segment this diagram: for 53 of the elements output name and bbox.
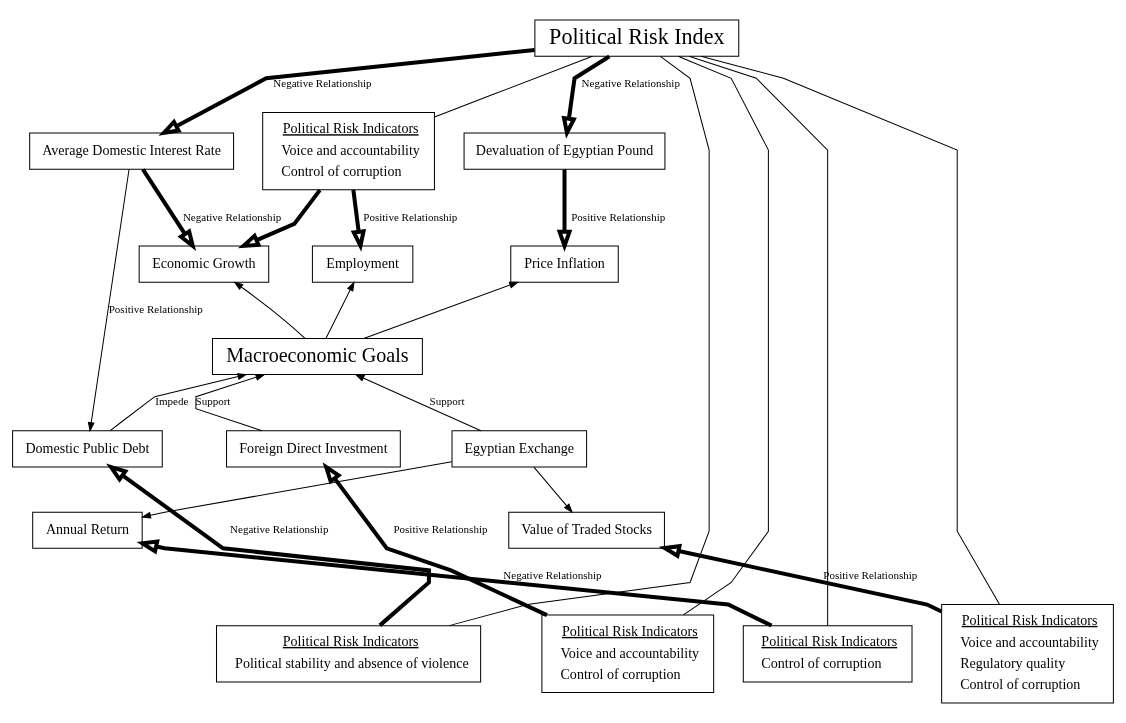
connector [448, 55, 710, 627]
edge-label: Negative Relationship [182, 210, 282, 223]
arrow [158, 47, 535, 136]
arrow [322, 462, 548, 617]
node-box: Employment [311, 245, 414, 283]
node-box: Political Risk Indicators Political stability and absence of violence [216, 625, 482, 683]
node-box: Political Risk Indicators Voice and accountability Regulatory quality Control of corruption [941, 604, 1114, 704]
arrow [234, 281, 306, 339]
edge-label: Negative Relationship [503, 569, 602, 582]
node-box: Average Domestic Interest Rate [29, 132, 235, 170]
arrow [355, 374, 482, 432]
connector [677, 55, 769, 616]
node-box: Price Inflation [510, 245, 619, 283]
arrow [658, 543, 943, 614]
arrow [195, 373, 265, 432]
edge-label: Support [429, 395, 465, 408]
arrow [363, 281, 519, 339]
node-box: Devaluation of Egyptian Pound [463, 132, 666, 170]
node-box: Economic Growth [138, 245, 270, 283]
arrow [109, 373, 247, 432]
node-box: Political Risk Indicators Control of corruption [742, 625, 913, 683]
arrow [106, 463, 431, 627]
edge-label: Positive Relationship [393, 523, 488, 536]
edge-label: Positive Relationship [571, 210, 666, 223]
arrow [141, 168, 197, 251]
arrow [136, 539, 773, 628]
arrow [561, 54, 611, 139]
connector [434, 55, 593, 118]
edge-label: Negative Relationship [273, 77, 372, 90]
edge-label: Negative Relationship [230, 523, 329, 536]
arrow [87, 168, 130, 432]
node-box: Value of Traded Stocks [508, 511, 665, 549]
node-box: Political Risk Indicators Voice and accountability Control of corruption [541, 614, 715, 693]
connector [700, 55, 1001, 605]
arrow [325, 282, 355, 339]
edge-label: Support [195, 395, 231, 408]
node-box: Foreign Direct Investment [226, 430, 401, 468]
edge-label: Positive Relationship [108, 303, 203, 316]
node-box: Annual Return [32, 511, 143, 549]
arrow [238, 188, 322, 249]
edge-label: Positive Relationship [363, 210, 458, 223]
arrow [556, 169, 573, 252]
node-box: Egyptian Exchange [451, 430, 588, 468]
arrow [350, 189, 367, 252]
arrow [533, 466, 573, 513]
node-box: Domestic Public Debt [12, 430, 163, 468]
node-box: Macroeconomic Goals [212, 337, 423, 376]
node-box: Political Risk Index [534, 19, 740, 57]
arrow [141, 461, 453, 519]
node-box: Political Risk Indicators Voice and accountability Control of corruption [262, 111, 435, 191]
edge-label: Impede [155, 395, 189, 408]
connector [688, 55, 829, 626]
edge-label: Negative Relationship [581, 77, 680, 90]
